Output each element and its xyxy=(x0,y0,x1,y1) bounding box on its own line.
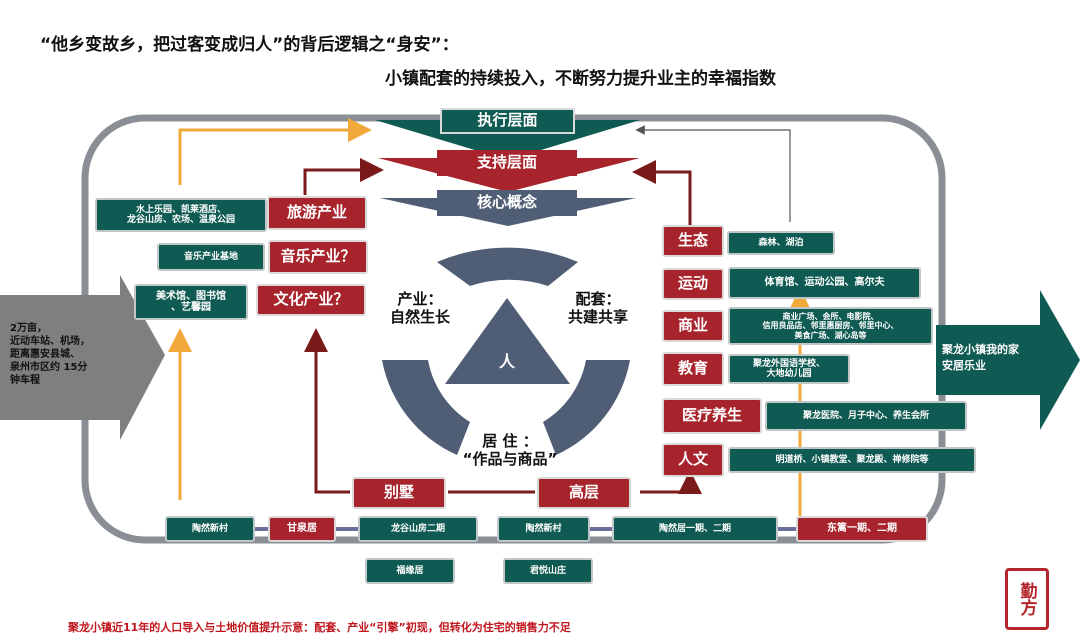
industry-label: 产业： 自然生长 xyxy=(389,290,450,326)
project-longgu-2: 龙谷山房二期 xyxy=(358,516,478,542)
title-line1: “他乡变故乡，把过客变成归人”的背后逻辑之“身安”： xyxy=(40,35,459,55)
seal-logo: 勤方 xyxy=(1005,568,1049,630)
ring-top xyxy=(437,247,578,286)
health-detail: 聚龙医院、月子中心、养生会所 xyxy=(765,401,967,431)
living-label: 居 住 ： “作品与商品” xyxy=(462,432,558,468)
center-person-label: 人 xyxy=(498,352,515,371)
music-detail: 音乐产业基地 xyxy=(157,243,265,271)
project-ganquan: 甘泉居 xyxy=(268,516,336,542)
tourism-industry: 旅游产业 xyxy=(267,196,367,230)
ring-right xyxy=(543,360,630,455)
center-triangle xyxy=(445,298,570,384)
right-arrow-shape xyxy=(936,290,1080,430)
project-junyue: 君悦山庄 xyxy=(503,558,593,584)
title-line2: 小镇配套的持续投入，不断努力提升业主的幸福指数 xyxy=(385,69,776,89)
left-arrow-text: 2万亩， 近动车站、机场， 距离惠安县城、 泉州市区约 15分 钟车程 xyxy=(10,323,90,386)
highrise-box: 高层 xyxy=(537,477,631,509)
tourism-detail: 水上乐园、凯莱酒店、 龙谷山房、农场、温泉公园 xyxy=(95,198,267,232)
seal-text: 勤方 xyxy=(1016,582,1037,616)
culture-detail: 美术馆、图书馆 、艺馨园 xyxy=(134,284,248,320)
execute-layer-label: 执行层面 xyxy=(440,108,575,134)
ecology-detail: 森林、湖泊 xyxy=(727,231,835,255)
core-layer-label: 核心概念 xyxy=(437,190,577,216)
bottom-caption: 聚龙小镇近11年的人口导入与土地价值提升示意：配套、产业“引擎”初现，但转化为住… xyxy=(68,621,571,634)
villa-box: 别墅 xyxy=(352,477,446,509)
project-taoran-village-2: 陶然新村 xyxy=(497,516,590,542)
education-facility: 教育 xyxy=(662,352,724,386)
sports-facility: 运动 xyxy=(662,268,724,300)
support-layer-label: 支持层面 xyxy=(437,150,577,176)
left-arrow-shape xyxy=(0,275,165,440)
education-detail: 聚龙外国语学校、 大地幼儿园 xyxy=(728,354,850,384)
project-fuyuan: 福缘居 xyxy=(365,558,455,584)
commerce-detail: 商业广场、会所、电影院、 信用良品店、邻里惠厨房、邻里中心、 美食广场、湖心岛等 xyxy=(728,307,933,345)
ecology-facility: 生态 xyxy=(662,225,724,257)
project-dongli: 东篱一期、二期 xyxy=(796,516,928,542)
culture-facility-detail: 明道桥、小镇教堂、聚龙殿、禅修院等 xyxy=(728,447,976,473)
health-facility: 医疗养生 xyxy=(662,398,762,434)
culture-facility: 人文 xyxy=(662,443,724,477)
sports-detail: 体育馆、运动公园、高尔夫 xyxy=(728,267,921,299)
project-taoran-village-1: 陶然新村 xyxy=(165,516,255,542)
commerce-facility: 商业 xyxy=(662,310,724,342)
music-industry: 音乐产业？ xyxy=(268,240,368,274)
ring-left xyxy=(382,360,470,455)
right-arrow-text: 聚龙小镇我的家 安居乐业 xyxy=(942,343,1019,372)
facilities-label: 配套： 共建共享 xyxy=(567,290,628,326)
culture-industry: 文化产业？ xyxy=(256,284,366,316)
project-taoranju: 陶然居一期、二期 xyxy=(612,516,778,542)
